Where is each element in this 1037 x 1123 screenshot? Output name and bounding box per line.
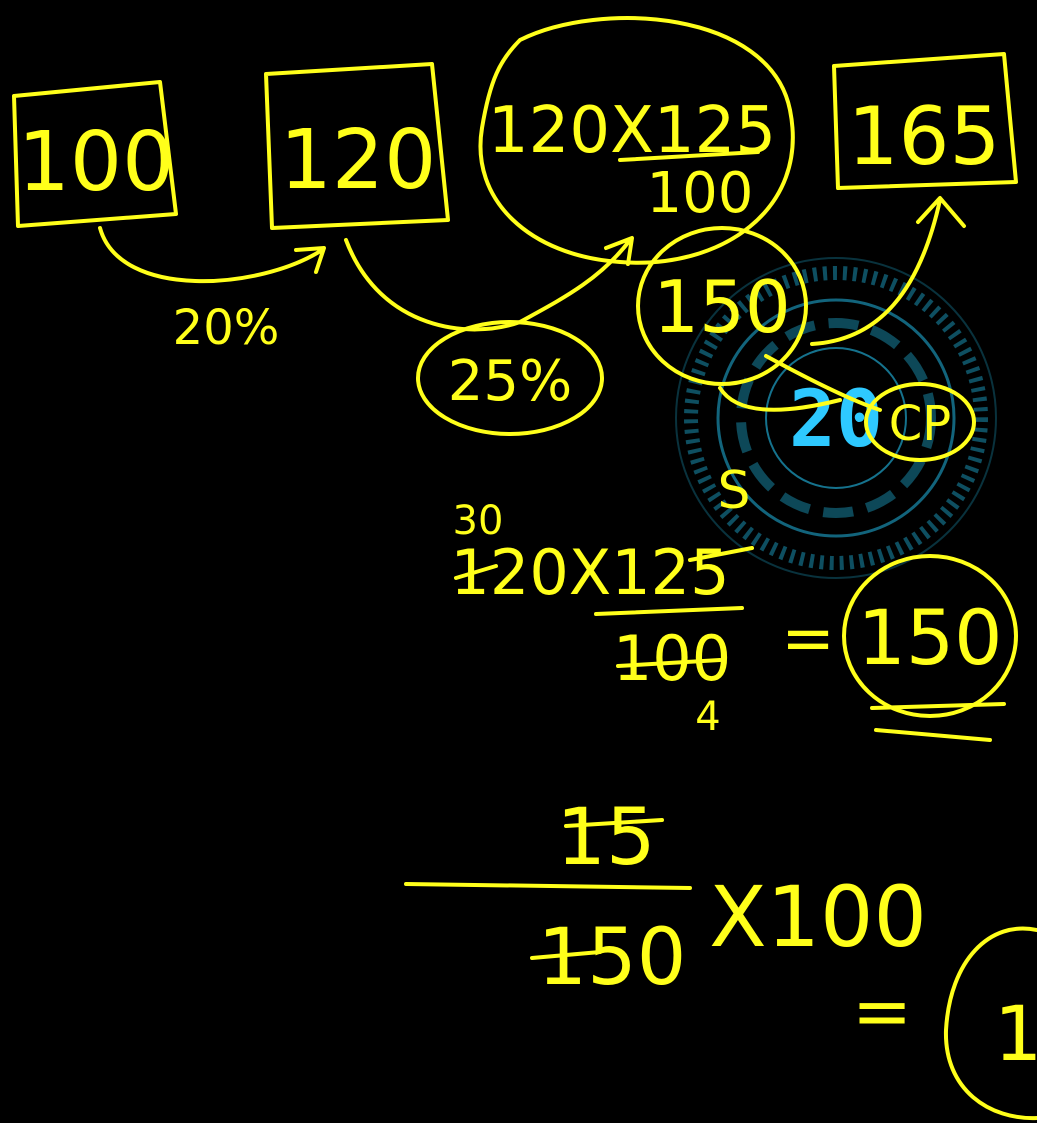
result-underline (870, 702, 1006, 742)
result-value: 10 (994, 989, 1037, 1078)
strike-marks-top (454, 546, 754, 580)
s-label: S (717, 461, 750, 521)
numerator: 15 (556, 793, 655, 883)
result-circle (943, 926, 1037, 1121)
circle-outline (478, 16, 795, 265)
box-outline (264, 62, 450, 230)
timer-inner-ring (765, 347, 907, 489)
box-value: 100 (18, 115, 175, 210)
equals-sign: = (852, 969, 912, 1053)
box-value: 165 (848, 90, 1001, 183)
formula-top: 120X125 (488, 94, 776, 168)
denominator: 150 (538, 913, 687, 1003)
step-percent-20: 20% (173, 300, 280, 356)
timer-mid-ring (716, 298, 956, 538)
cancel-bottom: 4 (695, 694, 720, 740)
calculation-2: 15 150 X100 = 10 (404, 793, 1037, 1121)
flow-box-100: 100 (12, 80, 178, 228)
numerator: 120X125 (450, 536, 729, 609)
cancel-top: 30 (453, 498, 504, 544)
strike-mark-top (564, 818, 664, 828)
arrow-to-165 (810, 196, 966, 346)
cp-label: CP (864, 382, 976, 462)
flow-box-165: 165 (832, 52, 1018, 190)
circle-outline (416, 320, 604, 436)
equals-sign: = (781, 602, 835, 676)
fraction-bar (618, 150, 760, 162)
timer-outer-ring (675, 257, 997, 579)
result-value: 150 (857, 593, 1002, 682)
multiplier: X100 (709, 868, 927, 966)
mid-value-150: 150 (636, 226, 882, 412)
formula-bottom: 100 (647, 161, 754, 226)
result-circle (842, 554, 1018, 718)
flow-formula-circle: 120X125 100 (478, 16, 795, 265)
timer-segment-ring (736, 318, 936, 518)
box-value: 120 (280, 113, 437, 208)
fraction-bar (404, 882, 692, 890)
strike-mark-bottom (530, 950, 602, 960)
cp-text: CP (889, 396, 951, 452)
timer-tick-ring (684, 266, 988, 570)
timer-display: 20 (789, 375, 883, 465)
countdown-timer: 20 (675, 257, 997, 579)
arrow-120-to-formula (344, 236, 634, 332)
fraction-bar (594, 606, 744, 616)
strike-marks-bottom (616, 658, 722, 668)
calculation-1: 30 120X125 100 4 = 150 (450, 498, 1018, 742)
step-percent-25: 25% (416, 320, 604, 436)
flow-box-120: 120 (264, 62, 450, 230)
percent-label: 25% (448, 349, 572, 414)
box-outline (832, 52, 1018, 190)
box-outline (12, 80, 178, 228)
arrow-100-to-120 (98, 226, 326, 284)
circle-outline (864, 382, 976, 462)
value-label: 150 (653, 265, 790, 349)
circle-outline (636, 226, 808, 386)
